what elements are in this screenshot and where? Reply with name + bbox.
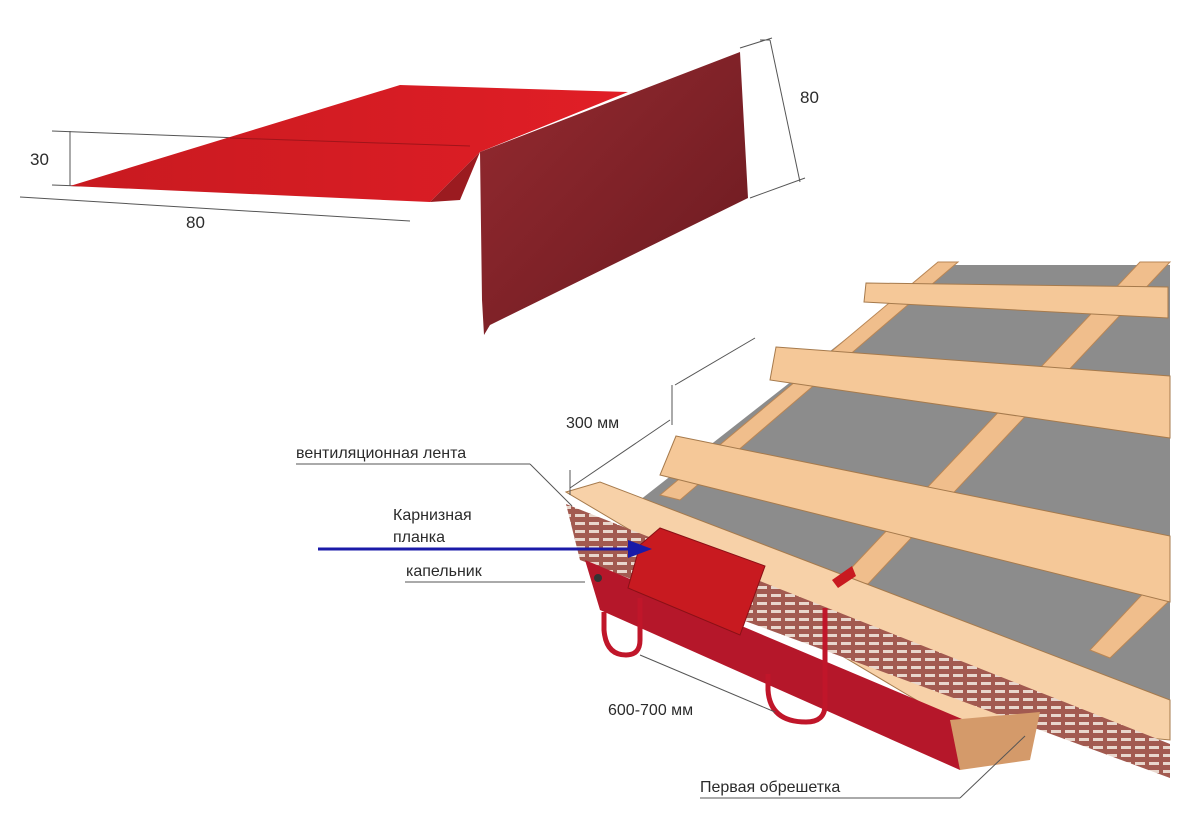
- gutter-hook: [765, 608, 828, 725]
- gutter-hook: [601, 598, 643, 658]
- profile-fold: [430, 152, 480, 202]
- label-first-batten: Первая обрешетка: [700, 779, 840, 796]
- leader-line: [959, 735, 1026, 799]
- profile-top-face: [70, 85, 628, 202]
- eave-assembly: 300 мм 600-700 мм вентиляционная лента К…: [296, 261, 1172, 799]
- dim-flange-label: 80: [800, 88, 819, 107]
- dim-extension-line: [749, 177, 806, 199]
- fastener: [594, 574, 602, 582]
- dim-line-spacing-top: [569, 419, 671, 489]
- profile-drawing: 30 80 80: [19, 37, 819, 335]
- label-drip: капельник: [406, 563, 483, 580]
- dim-height-label: 30: [30, 150, 49, 169]
- batten: [769, 346, 1171, 439]
- strip-clip: [832, 566, 856, 588]
- batten: [863, 282, 1169, 319]
- dim-line-width: [19, 196, 411, 222]
- first-batten-end: [950, 712, 1040, 770]
- dim-line-flange: [769, 39, 801, 183]
- label-vent-tape: вентиляционная лента: [296, 445, 466, 462]
- dim-extension-line: [674, 337, 756, 386]
- pointer-arrow-head: [628, 540, 652, 558]
- dim-line-spacing-hooks: [639, 654, 776, 713]
- profile-flange: [480, 52, 748, 335]
- batten: [659, 435, 1171, 603]
- label-eave-strip-line1: Карнизная: [393, 507, 472, 524]
- profile-fold-line: [229, 137, 471, 147]
- leader-line: [529, 463, 573, 507]
- dim-width-label: 80: [186, 213, 205, 232]
- label-eave-strip-line2: планка: [393, 529, 445, 546]
- dim-extension-line: [739, 37, 773, 49]
- dim-spacing-top-label: 300 мм: [566, 415, 619, 432]
- dim-extension-line: [51, 130, 241, 139]
- dim-spacing-hooks-label: 600-700 мм: [608, 702, 693, 719]
- first-batten: [564, 481, 1171, 741]
- eave-strip: [627, 527, 766, 636]
